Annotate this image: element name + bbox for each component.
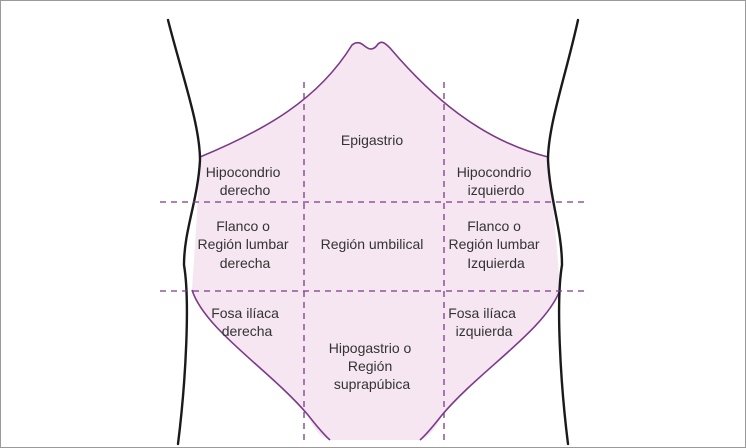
label-epigastrio: Epigastrio — [341, 132, 403, 148]
torso-left-outline — [168, 20, 200, 444]
label-region-umbilical: Región umbilical — [321, 236, 424, 252]
